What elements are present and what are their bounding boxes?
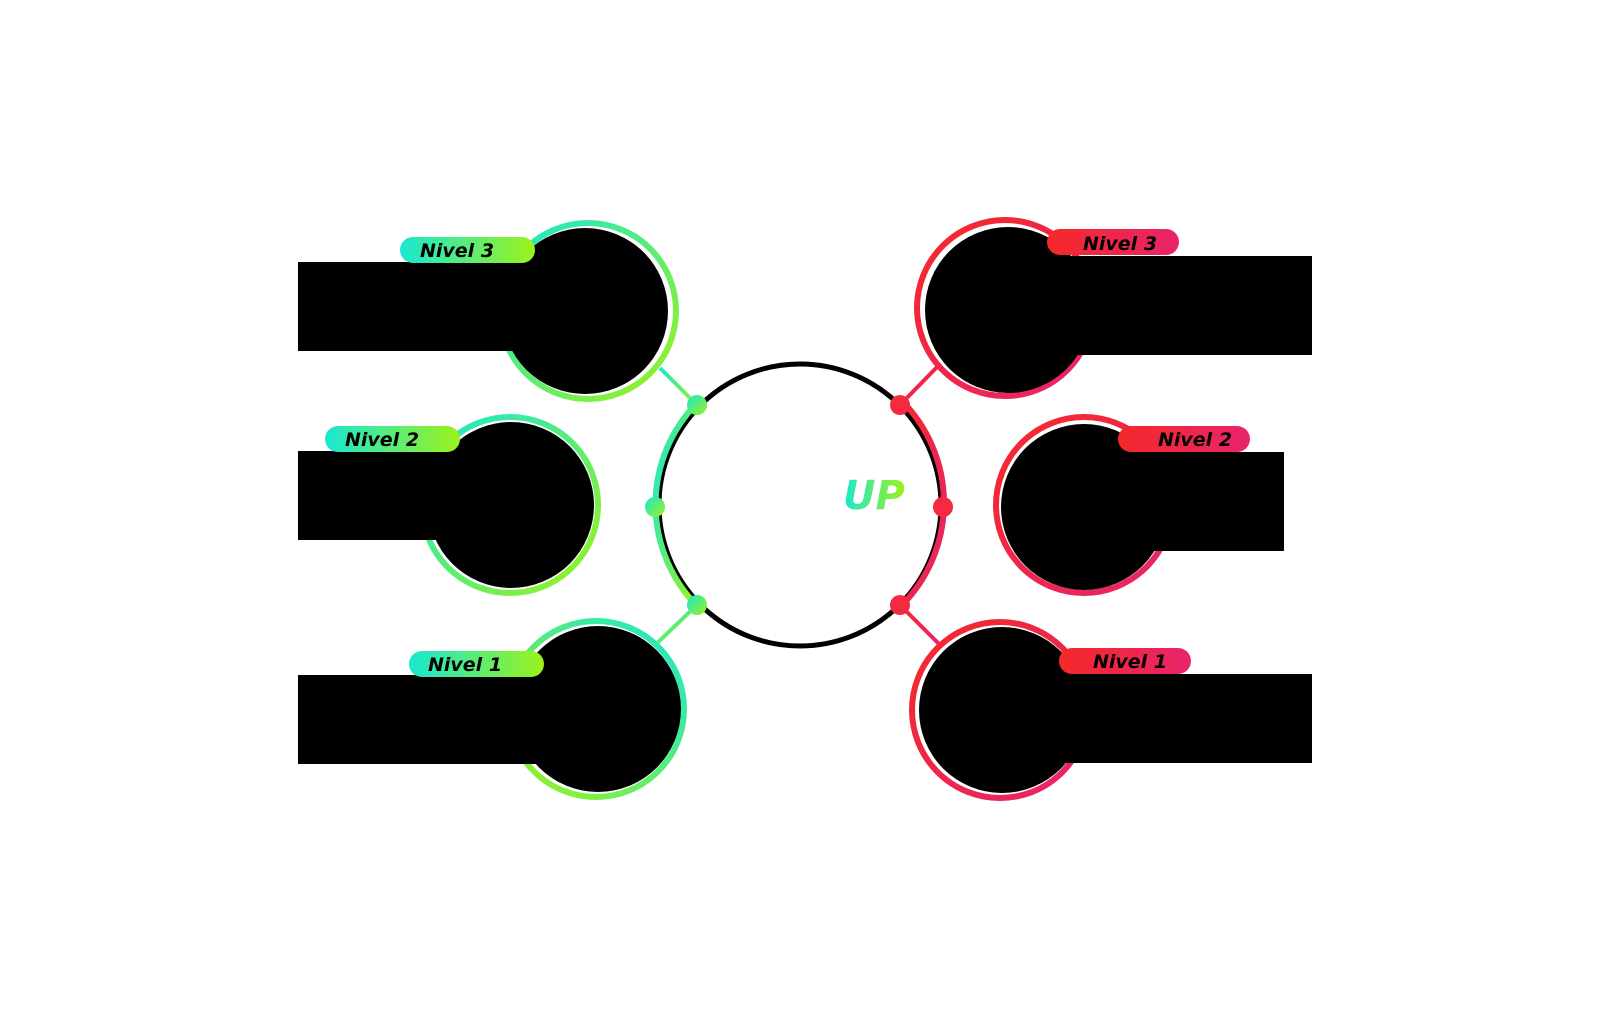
- right-level-1: Nivel 1: [909, 619, 1312, 801]
- level-badge: [325, 426, 460, 452]
- connector-node: [890, 595, 910, 615]
- connector-node: [890, 395, 910, 415]
- left-connectors: [600, 366, 707, 647]
- level-label: Nivel 3: [1083, 233, 1157, 255]
- left-level-3: Nivel 3: [298, 220, 679, 402]
- level-label: Nivel 2: [1158, 429, 1232, 451]
- level-badge: [1059, 648, 1191, 674]
- connector-node: [687, 395, 707, 415]
- left-level-2: Nivel 2: [298, 414, 601, 596]
- right-connectors: [890, 364, 1000, 647]
- level-label: Nivel 3: [420, 240, 494, 262]
- left-level-1: Nivel 1: [298, 618, 687, 800]
- level-content-box: [298, 675, 598, 764]
- level-badge: [409, 651, 544, 677]
- level-badge: [400, 237, 535, 263]
- level-badge: [1047, 229, 1179, 255]
- up-logo: UP: [843, 473, 905, 519]
- level-content-box: [1002, 674, 1312, 763]
- connector-node: [645, 497, 665, 517]
- level-label: Nivel 1: [1093, 651, 1167, 673]
- connector-node: [933, 497, 953, 517]
- level-content-box: [1008, 256, 1312, 355]
- level-label: Nivel 1: [428, 654, 502, 676]
- level-content-box: [1084, 452, 1284, 551]
- right-level-3: Nivel 3: [914, 217, 1312, 399]
- level-label: Nivel 2: [345, 429, 419, 451]
- right-level-2: Nivel 2: [993, 414, 1284, 596]
- connector-node: [687, 595, 707, 615]
- level-content-box: [298, 451, 510, 540]
- level-badge: [1118, 426, 1250, 452]
- level-content-box: [298, 262, 588, 351]
